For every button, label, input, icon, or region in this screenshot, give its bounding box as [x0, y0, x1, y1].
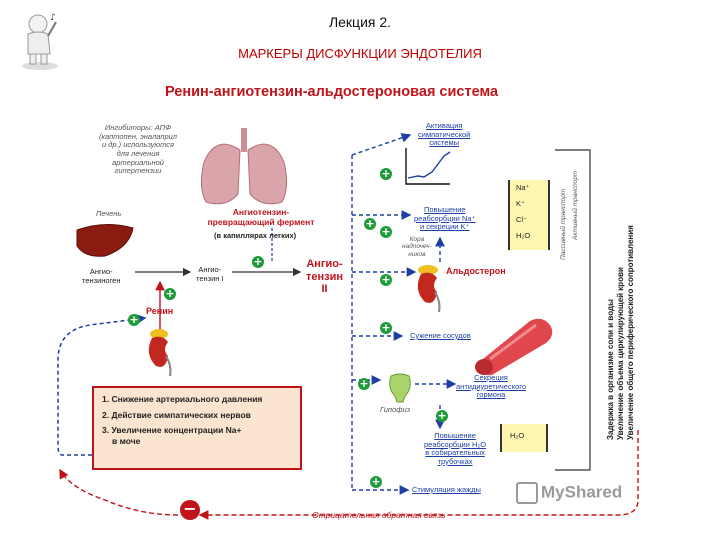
ace-inhibitors-line: (каптопен, эналаприл	[98, 131, 178, 141]
outcome-blood-volume: Увеличение объема циркулирующей крови	[616, 267, 625, 440]
adh-line: Секреция	[474, 373, 508, 382]
pituitary-label: Гипофиз	[380, 405, 411, 414]
adrenal-cortex-line: ников	[408, 250, 426, 258]
adh-line: антидиуретического	[456, 381, 526, 391]
tubular-passive-text: Пассивный	[560, 226, 567, 260]
symp-activation-line: симпатической	[418, 129, 471, 139]
ace-location-label: (в капиллярах легких)	[214, 231, 297, 240]
angiotensin2-line: тензин	[306, 270, 344, 283]
ion-k: K⁺	[516, 199, 525, 208]
symp-activation-label: Активация симпатической системы	[418, 121, 471, 148]
adrenal-cortex-line: Кора	[409, 236, 425, 243]
renin-label: Ренин	[146, 306, 174, 316]
outcome-retention: Задержка в организме соли и воды	[606, 299, 615, 440]
ace-inhibitors-note: Ингибиторы: АПФ (каптопен, эналаприл и д…	[96, 123, 180, 176]
trigger-item: в моче	[112, 435, 141, 446]
ace-inhibitors-line: артериальной	[112, 157, 164, 167]
angiotensin1-label: Ангио- тензин I	[196, 265, 224, 283]
plus-icon: +	[164, 287, 176, 300]
na-reabsorption-label: Повышение реабсорбции Na⁺ и секреции K⁺	[414, 205, 476, 232]
trigger-item: 3. Увеличение концентрации Na+	[102, 425, 242, 436]
tubular-active-label: Активный транспорт	[572, 156, 579, 240]
adrenal-cortex-line: надпочеч-	[402, 243, 432, 251]
ion-cl: Cl⁻	[516, 215, 528, 224]
lecture-label: Лекция 2.	[328, 14, 392, 30]
water-reabsorption-line: трубочках	[437, 456, 473, 466]
ion-na: Na⁺	[516, 183, 530, 192]
angiotensin2-line: Ангио-	[306, 258, 343, 270]
water-label: H₂O	[510, 431, 525, 440]
watermark-logo: MyShared	[516, 482, 622, 504]
water-reabsorption-label: Повышение реабсорбции H₂O в собирательны…	[424, 431, 487, 467]
ace-enzyme-line: Ангиотензин-	[232, 207, 290, 217]
slide-title: МАРКЕРЫ ДИСФУНКЦИИ ЭНДОТЕЛИЯ	[238, 46, 482, 61]
ace-inhibitors-line: Ингибиторы: АПФ	[104, 123, 172, 132]
water-reabsorption-line: в собирательных	[425, 448, 485, 458]
ion-water: H₂O	[516, 231, 531, 240]
plus-icon: +	[252, 255, 264, 268]
ace-inhibitors-line: и др.) используются	[101, 140, 174, 150]
tubular-active-text: Активный	[572, 208, 579, 240]
symp-activation-line: Активация	[425, 121, 463, 130]
vasoconstriction-label: Сужение сосудов	[410, 331, 471, 340]
ace-enzyme-label: Ангиотензин- превращающий фермент	[196, 207, 326, 228]
outcomes-panel: Задержка в организме соли и воды Увеличе…	[606, 150, 636, 440]
symp-activation-line: системы	[429, 138, 460, 148]
svg-text:♪: ♪	[50, 13, 56, 23]
blood-vessel-icon	[470, 315, 560, 377]
outcome-resistance: Увеличение общего периферического сопрот…	[626, 225, 635, 440]
plus-icon: +	[358, 377, 370, 390]
tubular-transport-text-2: транспорт	[572, 170, 579, 207]
lungs-icon	[196, 128, 292, 208]
plus-icon: +	[380, 321, 392, 334]
ace-inhibitors-line: гипертензии	[114, 166, 162, 176]
minus-icon: −	[180, 500, 200, 520]
plus-icon: +	[370, 475, 382, 488]
ace-inhibitors-line: для лечения	[116, 148, 160, 158]
thirst-label: Стимуляция жажды	[412, 485, 481, 494]
liver-icon	[75, 222, 135, 260]
adh-line: гормона	[476, 390, 506, 400]
tubule-ions-panel: Na⁺ K⁺ Cl⁻ H₂O	[508, 180, 550, 250]
na-reabsorption-line: реабсорбции Na⁺	[414, 213, 476, 223]
angiotensin2-line: II	[321, 283, 328, 296]
triggers-box: 1. Снижение артериального давления 2. Де…	[92, 386, 302, 470]
water-tubule-panel: H₂O	[500, 424, 548, 452]
plus-icon: +	[128, 313, 140, 326]
angiotensin1-line: Ангио-	[198, 265, 222, 274]
liver-label: Печень	[96, 209, 122, 218]
water-reabsorption-line: реабсорбции H₂O	[424, 439, 487, 449]
aldosterone-label: Альдостерон	[446, 266, 506, 276]
adrenal-cortex-label: Кора надпочеч- ников	[402, 236, 432, 258]
watermark-icon	[516, 482, 538, 504]
feedback-label: Отрицательная обратная связь	[312, 510, 446, 520]
angiotensin2-label: Ангио- тензин II	[306, 258, 343, 296]
tubular-passive-label: Пассивный транспорт	[560, 176, 567, 260]
na-reabsorption-line: Повышение	[423, 205, 466, 214]
angiotensinogen-line: тензиноген	[82, 275, 121, 285]
plus-icon: +	[380, 167, 392, 180]
water-reabsorption-line: Повышение	[434, 431, 476, 440]
kidney-icon	[146, 326, 176, 378]
plus-icon: +	[380, 273, 392, 286]
trigger-item: 1. Снижение артериального давления	[102, 394, 263, 404]
angiotensin1-line: тензин I	[196, 273, 224, 283]
diagram-title: Ренин-ангиотензин-альдостероновая систем…	[165, 84, 499, 100]
plus-icon: +	[364, 217, 376, 230]
adrenal-kidney-icon	[415, 262, 445, 314]
plus-icon: +	[436, 409, 448, 422]
plus-icon: +	[380, 225, 392, 238]
angiotensinogen-label: Ангио- тензиноген	[82, 267, 121, 285]
adh-label: Секреция антидиуретического гормона	[456, 373, 526, 400]
na-reabsorption-line: и секреции K⁺	[419, 222, 470, 232]
pituitary-icon	[385, 372, 415, 404]
sympathetic-chart-icon	[404, 146, 452, 186]
ace-enzyme-line: превращающий фермент	[207, 216, 315, 227]
angiotensinogen-line: Ангио-	[89, 267, 113, 276]
mascot-icon: ♪	[14, 8, 64, 72]
tubular-transport-text-1: транспорт	[560, 188, 567, 225]
trigger-item: 2. Действие симпатических нервов	[102, 409, 251, 420]
watermark-text: MyShared	[541, 482, 623, 502]
